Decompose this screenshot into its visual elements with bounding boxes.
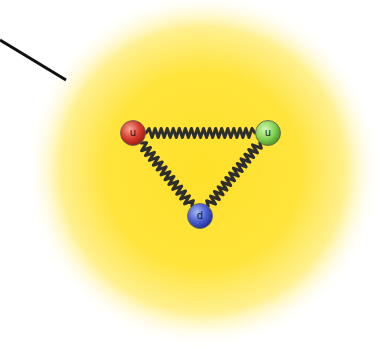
quark-circle: u: [120, 120, 146, 146]
quark-fill: [188, 204, 213, 229]
quark-fill: [121, 121, 146, 146]
quark-circle: d: [187, 203, 213, 229]
quark-label: u: [265, 128, 271, 138]
leader-line: [0, 40, 66, 80]
gluon-spring: [207, 143, 262, 206]
quark-label: u: [130, 128, 136, 138]
gluon-spring: [146, 129, 255, 138]
quark-fill: [256, 121, 281, 146]
gluon-spring: [141, 143, 193, 206]
quark-circle: u: [255, 120, 281, 146]
glow-disc: [25, 0, 378, 347]
quark-label: d: [197, 211, 203, 221]
